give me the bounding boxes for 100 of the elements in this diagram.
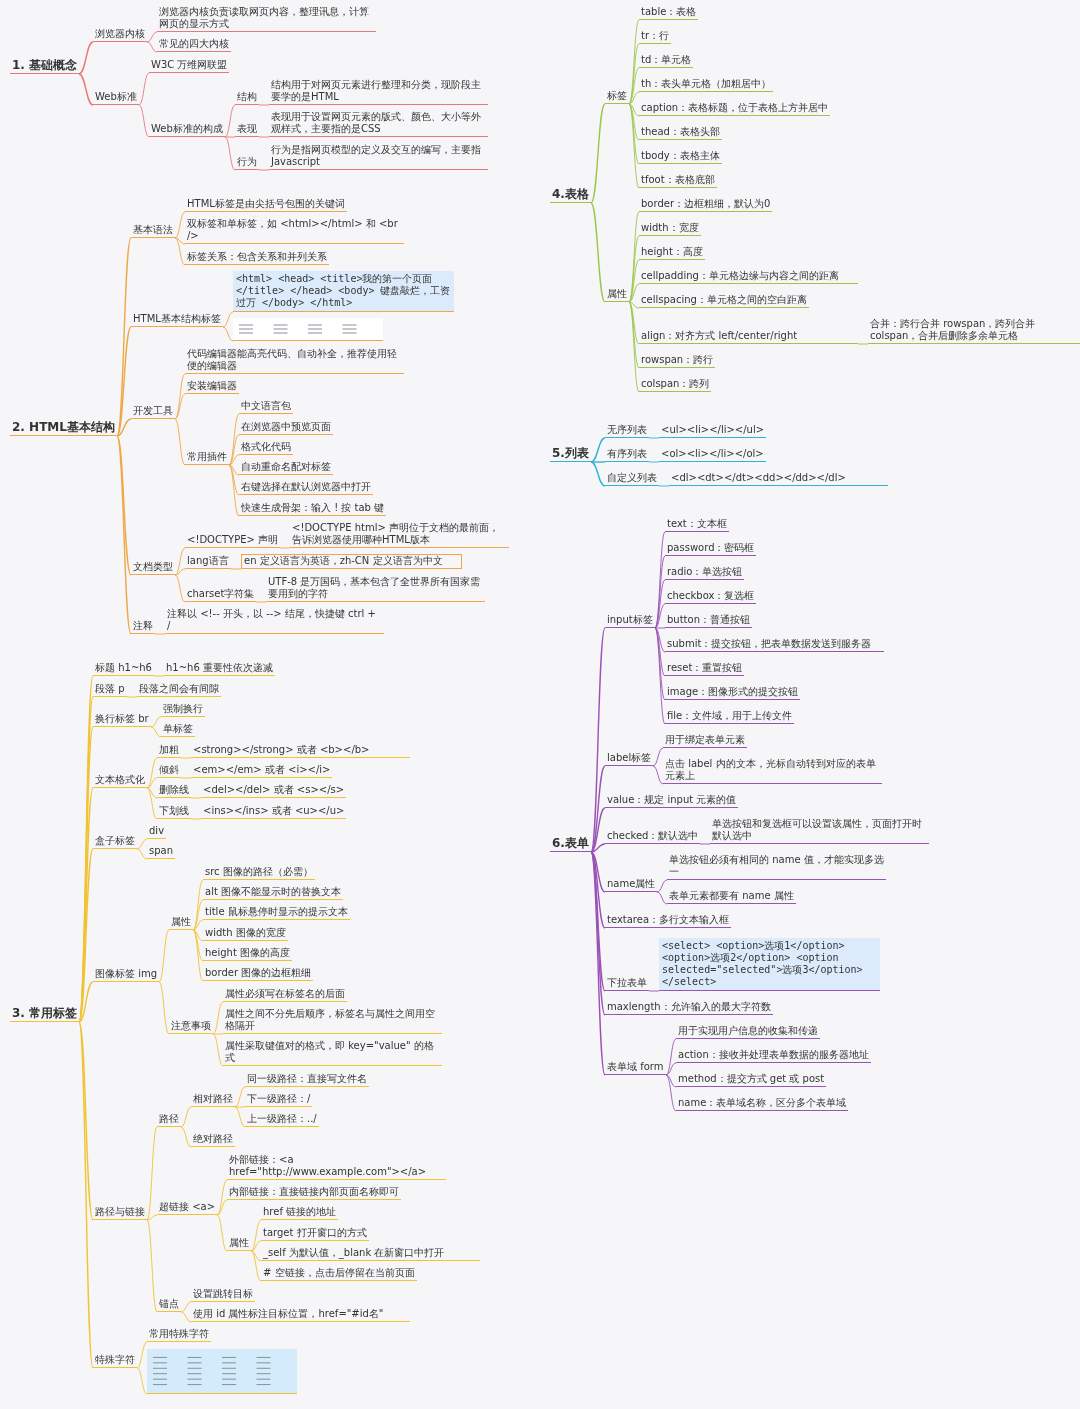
main-topic: 5.列表 <box>550 446 591 462</box>
subtopic-label: <strong></strong> 或者 <b></b> <box>191 743 410 758</box>
subtopic-label: 中文语言包 <box>239 400 293 415</box>
branch-line <box>136 848 148 860</box>
subtopic-label: # 空链接，点击后停留在当前页面 <box>261 1267 417 1282</box>
branch-line <box>116 435 132 576</box>
branch-line <box>136 838 148 850</box>
branch-topic: 文本格式化 <box>93 774 147 789</box>
branch-line <box>180 1301 192 1313</box>
branch-line <box>192 899 204 931</box>
subtopic-label: _self 为默认值，_blank 在新窗口中打开 <box>261 1247 480 1262</box>
subtopic-label: method：提交方式 get 或 post <box>676 1073 827 1087</box>
branch-line <box>258 169 270 171</box>
main-topic: 6.表单 <box>550 835 591 852</box>
subtopic-label: 用于实现用户信息的收集和传递 <box>676 1025 820 1039</box>
branch-topic: 有序列表 <box>605 448 649 462</box>
branch-line <box>174 568 186 576</box>
branch-line <box>116 418 132 437</box>
subtopic-label: Web标准的构成 <box>149 123 225 138</box>
branch-line <box>222 326 234 342</box>
subtopic-label: tfoot：表格底部 <box>639 174 717 188</box>
branch-topic: 浏览器内核 <box>93 28 147 43</box>
branch-line <box>78 787 94 1023</box>
branch-topic: 自定义列表 <box>605 472 659 486</box>
branch-line <box>230 568 242 570</box>
branch-line <box>190 797 202 799</box>
branch-line <box>116 237 132 437</box>
branch-line <box>174 418 186 466</box>
subtopic-label: <ol><li></li></ol> <box>659 448 766 462</box>
subtopic-label: 代码编辑器能高亮代码、自动补全，推荐使用轻便的编辑器 <box>185 347 404 374</box>
branch-line <box>590 627 606 853</box>
subtopic-label: text：文本框 <box>665 518 729 532</box>
subtopic-label: table：表格 <box>639 6 699 20</box>
branch-line <box>180 1126 192 1148</box>
branch-line <box>699 843 711 845</box>
subtopic-label: 同一级路径：直接写文件名 <box>245 1072 369 1087</box>
branch-topic: Web标准 <box>93 90 139 105</box>
branch-line <box>628 301 640 309</box>
subtopic-label: thead：表格头部 <box>639 126 722 140</box>
branch-line <box>146 757 158 789</box>
subtopic-label: radio：单选按钮 <box>665 566 745 580</box>
branch-line <box>665 1038 677 1076</box>
subtopic-label: W3C 万维网联盟 <box>149 58 230 73</box>
subtopic-label: 下一级路径：/ <box>245 1092 313 1107</box>
table-picture <box>233 318 383 342</box>
branch-line <box>258 104 270 106</box>
branch-line <box>192 919 204 931</box>
subtopic-label: 属性 <box>227 1236 251 1251</box>
subtopic-label: lang语言 <box>185 555 231 570</box>
branch-line <box>228 434 240 466</box>
branch-line <box>146 1219 158 1313</box>
branch-line <box>665 1074 677 1088</box>
branch-line <box>228 464 240 517</box>
branch-line <box>590 103 606 204</box>
subtopic-label: <ul><li></li></ul> <box>659 424 767 438</box>
branch-line <box>857 343 869 345</box>
branch-line <box>78 848 94 1023</box>
branch-line <box>224 136 236 138</box>
subtopic-label: 注释以 <!-- 开头，以 --> 结尾，快捷键 ctrl + / <box>165 608 384 635</box>
subtopic-label: width：宽度 <box>639 222 701 236</box>
branch-line <box>258 136 270 138</box>
branch-line <box>665 1062 677 1076</box>
branch-line <box>146 777 158 789</box>
subtopic-label: 安装编辑器 <box>185 379 239 394</box>
branch-line <box>212 1033 224 1035</box>
branch-line <box>255 601 267 603</box>
branch-line <box>146 1214 158 1221</box>
subtopic-label: 结构 <box>235 90 259 105</box>
branch-line <box>146 787 158 799</box>
branch-topic: 特殊字符 <box>93 1354 137 1368</box>
branch-line <box>654 627 666 653</box>
subtopic-label: 用于绑定表单元素 <box>663 734 747 748</box>
branch-line <box>590 851 606 929</box>
branch-line <box>654 531 666 629</box>
branch-topic: 开发工具 <box>131 405 175 420</box>
branch-line <box>234 1086 246 1108</box>
branch-line <box>192 929 204 962</box>
subtopic-label: 设置跳转目标 <box>191 1287 255 1302</box>
branch-line <box>158 981 170 1035</box>
branch-line <box>146 31 158 43</box>
subtopic-label: action：接收并处理表单数据的服务器地址 <box>676 1049 871 1063</box>
subtopic-label: 表现 <box>235 123 259 138</box>
branch-topic: 标题 h1~h6 <box>93 662 154 677</box>
branch-topic: input标签 <box>605 614 655 628</box>
subtopic-label: src 图像的路径（必需） <box>203 865 315 880</box>
subtopic-label: 标签关系：包含关系和并列关系 <box>185 250 329 265</box>
branch-line <box>224 104 236 138</box>
subtopic-label: 常用插件 <box>185 450 229 465</box>
branch-topic: name属性 <box>605 878 658 892</box>
branch-line <box>153 675 165 677</box>
branch-topic: label标签 <box>605 752 654 766</box>
branch-line <box>279 547 291 549</box>
branch-line <box>250 1250 262 1282</box>
subtopic-label: 属性 <box>169 916 193 931</box>
branch-line <box>216 1179 228 1216</box>
branch-line <box>174 393 186 420</box>
branch-topic: 换行标签 br <box>93 713 151 728</box>
subtopic-label: 绝对路径 <box>191 1133 235 1148</box>
subtopic-label: width 图像的宽度 <box>203 926 288 941</box>
branch-line <box>174 574 186 603</box>
